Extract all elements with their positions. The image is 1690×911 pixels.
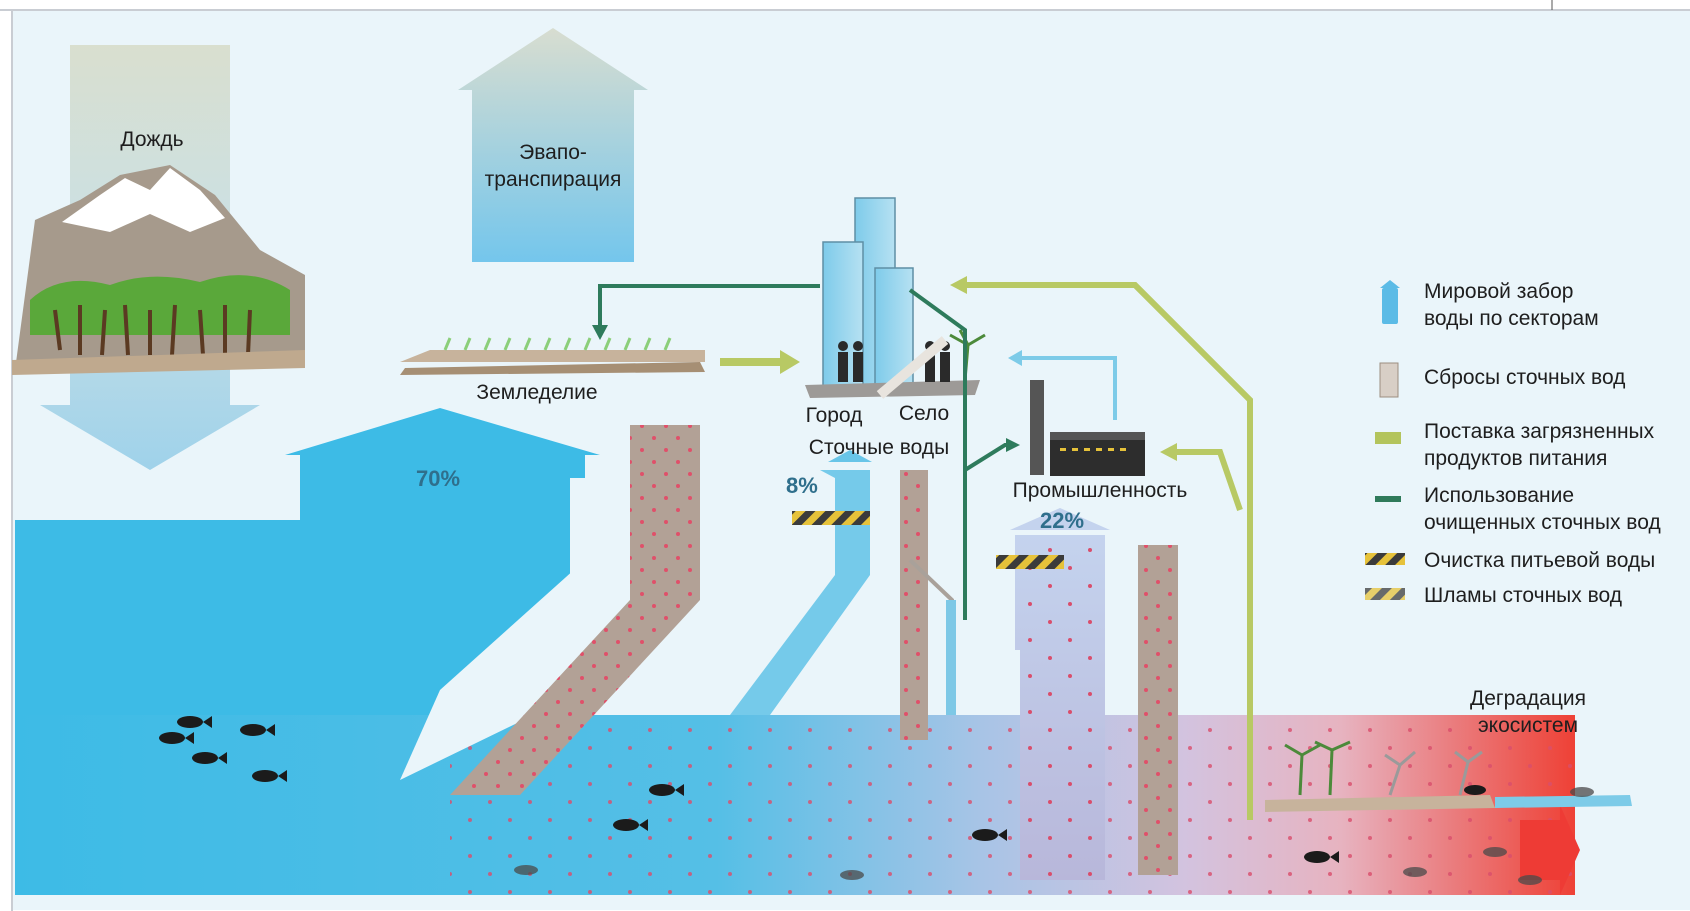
municipal-percentage: 8%: [786, 473, 818, 498]
city-label: Город: [805, 404, 863, 427]
evapotranspiration-arrow: [458, 28, 648, 262]
legend-text: Использование: [1424, 484, 1575, 507]
fish-group: [159, 716, 1486, 863]
hazard-stripe-icon: [1365, 553, 1405, 565]
evapotranspiration-label-line2: транспирация: [484, 168, 622, 191]
sludge-icon: [996, 555, 1064, 569]
ecosystem-degradation-label-line1: Деградация: [1470, 687, 1586, 710]
agriculture-wastewater-column: [450, 425, 700, 795]
industry-label: Промышленность: [1012, 479, 1188, 502]
legend-text: продуктов питания: [1424, 447, 1608, 470]
legend-text: Сбросы сточных вод: [1424, 366, 1626, 389]
city-buildings-icon: [805, 197, 986, 399]
hazard-stripe-dark-icon: [1365, 588, 1405, 600]
legend-text: Очистка питьевой воды: [1424, 549, 1656, 572]
industry-wastewater-column: [1138, 545, 1178, 875]
agriculture-label: Земледелие: [476, 381, 598, 404]
ecosystem-degradation-label-line2: экосистем: [1477, 714, 1579, 737]
legend-text: очищенных сточных вод: [1424, 511, 1661, 534]
factory-icon: [1030, 380, 1145, 476]
legend-icons: [1365, 280, 1405, 600]
municipal-withdrawal-pipe: [730, 450, 872, 715]
legend-text: воды по секторам: [1424, 307, 1599, 330]
city-wastewater-column: [900, 470, 956, 740]
degradation-arrow: [1520, 805, 1580, 895]
legend-text: Мировой забор: [1424, 280, 1574, 303]
contaminated-food-supply-lines: [965, 282, 1253, 820]
legend-text: Шламы сточных вод: [1424, 584, 1623, 607]
dark-green-bar-icon: [1375, 496, 1401, 502]
brown-column-icon: [1379, 362, 1399, 398]
industry-percentage: 22%: [1040, 508, 1085, 533]
agriculture-withdrawal-arrow: [285, 408, 600, 478]
mountain-forest-icon: [12, 165, 305, 375]
food-supply-arrow: [720, 350, 800, 374]
evapotranspiration-label-line1: Эвапо-: [519, 141, 587, 164]
blue-column-icon: [1382, 288, 1398, 324]
agriculture-percentage: 70%: [416, 466, 461, 491]
dead-fish-group: [514, 787, 1594, 885]
village-label: Село: [898, 402, 950, 425]
river-body: [15, 478, 1575, 895]
legend-text: Поставка загрязненных: [1424, 420, 1655, 443]
agriculture-field-icon: [400, 337, 705, 375]
rain-label: Дождь: [120, 128, 184, 151]
industry-withdrawal-column: [996, 508, 1110, 880]
degraded-ecosystem-icon: [1265, 740, 1632, 812]
yellow-green-bar-icon: [1375, 432, 1401, 444]
drinking-water-treatment-icon: [792, 511, 870, 525]
wastewater-label: Сточные воды: [808, 436, 950, 459]
